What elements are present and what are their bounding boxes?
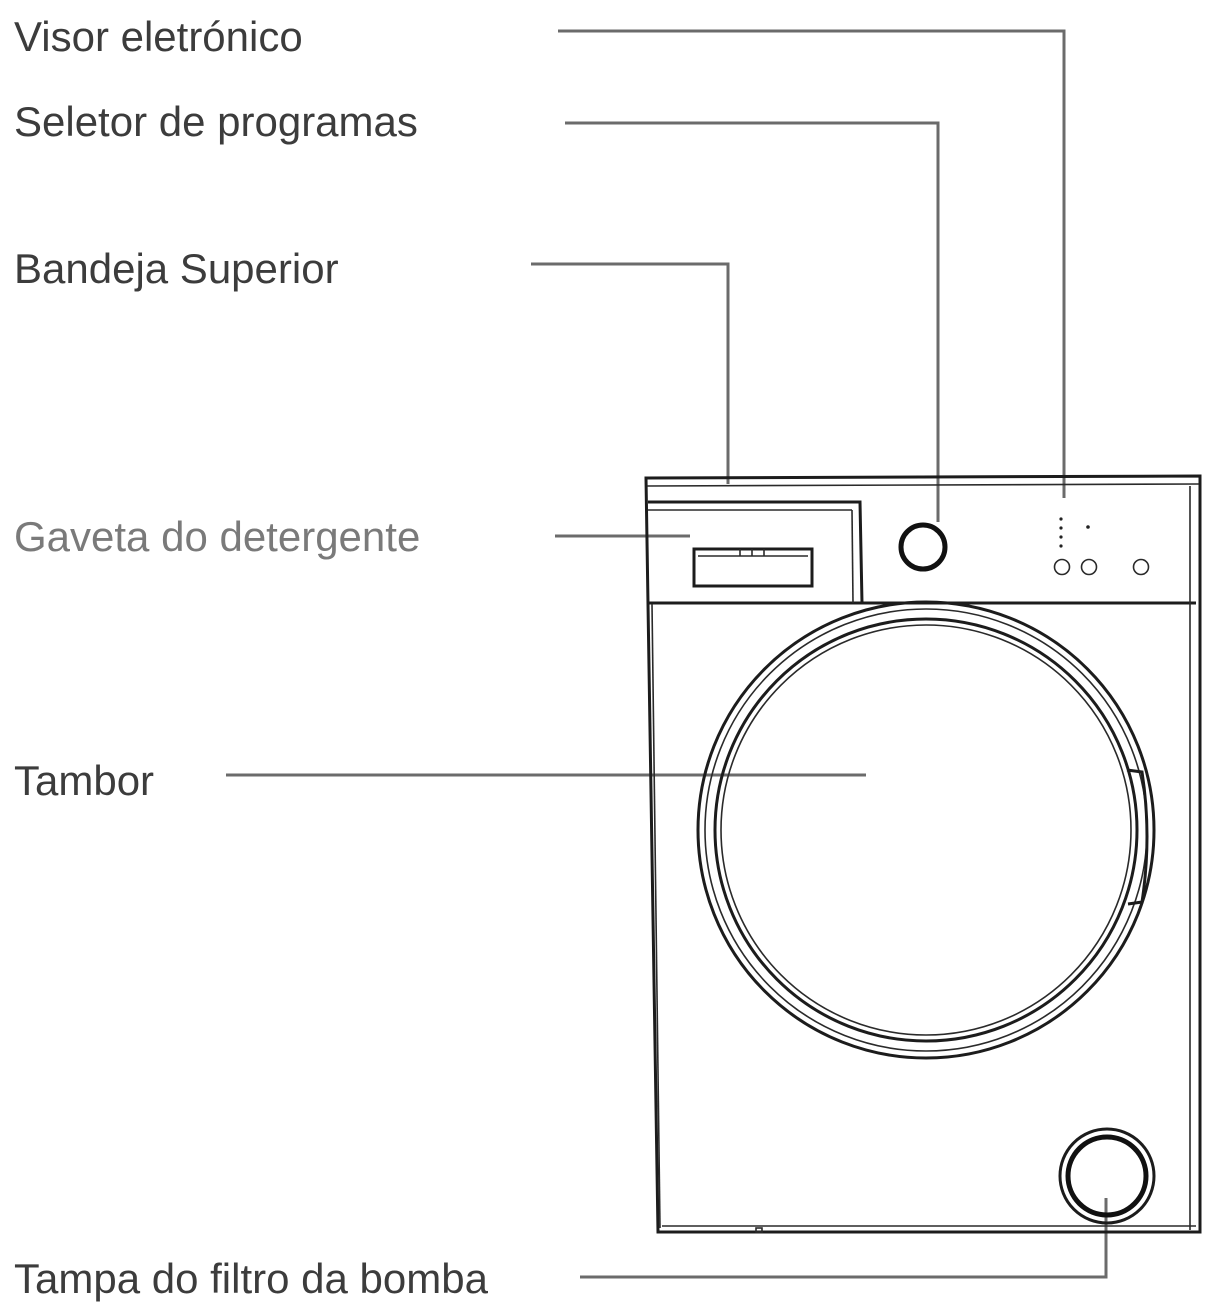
drum-door [696,600,1156,1060]
drawer-handle [692,547,814,588]
label-visor-eletronico: Visor eletrónico [14,13,303,60]
leader-bandeja [531,262,730,484]
pump-filter-cover [1058,1127,1156,1225]
label-gaveta-do-detergente: Gaveta do detergente [14,513,421,560]
leader-seletor [565,121,940,522]
program-selector-knob [898,522,948,572]
electronic-display [1053,517,1150,576]
control-button-2 [1080,558,1098,576]
machine-body [644,474,1202,1234]
door-handle [1126,768,1149,906]
control-button-1 [1053,558,1071,576]
label-tambor: Tambor [14,757,155,804]
label-bandeja-superior: Bandeja Superior [14,245,339,292]
control-button-3 [1132,558,1150,576]
label-seletor-de-programas: Seletor de programas [14,98,418,145]
leader-visor [558,29,1066,498]
label-tampa-do-filtro-da-bomba: Tampa do filtro da bomba [14,1255,488,1302]
detergent-drawer [648,500,864,604]
